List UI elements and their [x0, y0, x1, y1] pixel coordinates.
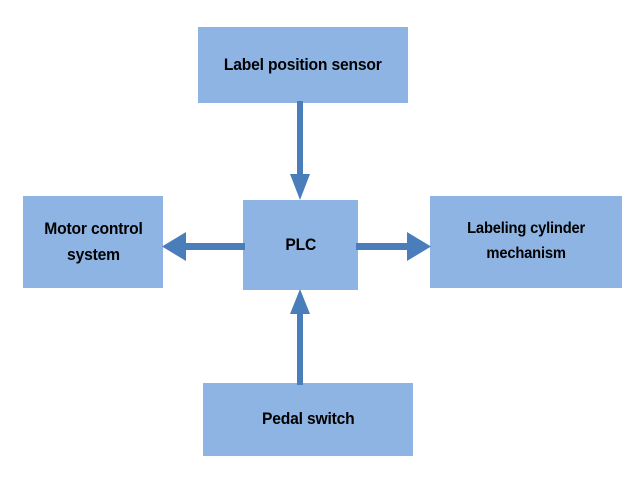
node-pedal-switch[interactable]: Pedal switch: [203, 383, 413, 456]
node-label: Motor control system: [43, 218, 143, 264]
node-label: Label position sensor: [224, 54, 382, 74]
node-label: Pedal switch: [261, 409, 355, 429]
arrow-down-icon-sensor-to-plc: [290, 101, 310, 200]
node-label: PLC: [285, 234, 316, 254]
arrow-right-icon-plc-to-cylinder: [356, 232, 431, 261]
node-label-position-sensor[interactable]: Label position sensor: [198, 27, 408, 103]
arrow-up-icon-pedal-to-plc: [290, 289, 310, 385]
node-label: Labeling cylinder mechanism: [467, 220, 585, 262]
node-plc[interactable]: PLC: [243, 200, 358, 290]
arrow-left-icon-plc-to-motor: [162, 232, 245, 261]
node-motor-control-system[interactable]: Motor control system: [23, 196, 163, 288]
node-labeling-cylinder-mechanism[interactable]: Labeling cylinder mechanism: [430, 196, 622, 288]
